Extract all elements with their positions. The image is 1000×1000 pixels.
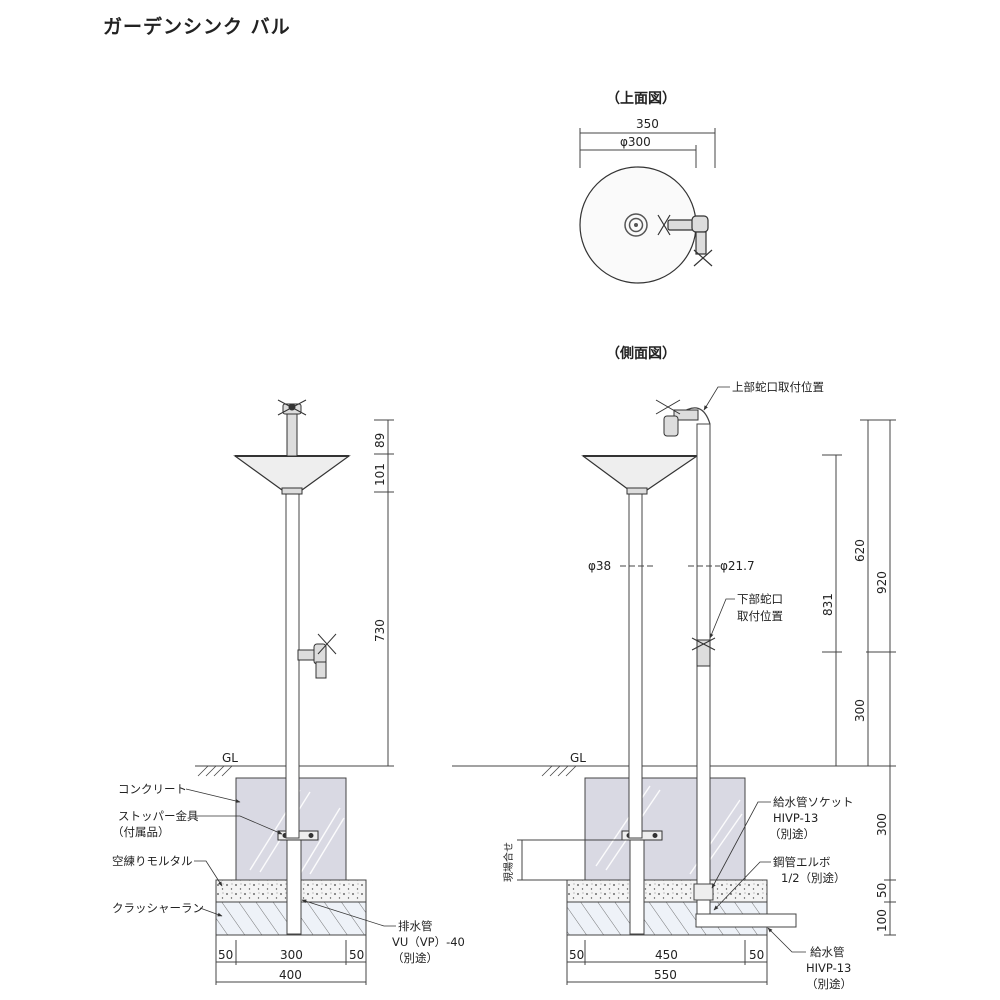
label-crusher: クラッシャーラン [112, 901, 204, 915]
label-socket-2: HIVP-13 [773, 811, 818, 825]
mortar-layer-right [566, 879, 768, 903]
label-lower-faucet-1: 下部蛇口 [737, 592, 783, 606]
upper-faucet-right-icon [655, 399, 699, 437]
top-dim-phi300: φ300 [620, 135, 651, 149]
base-left-50b: 50 [349, 948, 364, 962]
base-dims-right [566, 935, 768, 985]
page-title: ガーデンシンク バル [103, 16, 291, 38]
basin-left [233, 455, 351, 491]
label-concrete: コンクリート [118, 782, 187, 796]
base-left-300: 300 [280, 948, 303, 962]
side-view-heading: （側面図） [606, 345, 676, 362]
dim-100: 100 [875, 909, 889, 932]
dim-101: 101 [373, 463, 387, 486]
faucet-top-icon [657, 214, 713, 267]
post-right [628, 491, 643, 839]
drain-pipe-left [286, 837, 302, 935]
upper-faucet-left-icon [277, 399, 307, 457]
base-right-50b: 50 [749, 948, 764, 962]
label-socket-1: 給水管ソケット [773, 795, 854, 809]
concrete-block-right [584, 777, 746, 881]
dim-831: 831 [821, 593, 835, 616]
ground-hatch-right [541, 765, 577, 777]
label-supply-3: （別途） [806, 977, 852, 991]
post-left [285, 491, 300, 839]
label-mortar: 空練りモルタル [112, 854, 193, 868]
dim-89: 89 [373, 433, 387, 448]
dim-300-lower: 300 [875, 813, 889, 836]
drain-pipe-right [629, 837, 645, 935]
dim-920: 920 [875, 571, 889, 594]
base-right-550: 550 [654, 968, 677, 982]
label-elbow-1: 鋼管エルボ [773, 855, 831, 869]
base-dims-left [215, 935, 367, 985]
socket-fitting [693, 883, 714, 901]
drain-top [624, 213, 648, 237]
base-left-50a: 50 [218, 948, 233, 962]
adjust-dim [517, 839, 640, 881]
label-adjust: 現場合せ [502, 842, 515, 882]
top-view-heading: （上面図） [606, 91, 676, 107]
dim-phi38: φ38 [588, 559, 611, 573]
dim-lines-left [374, 419, 394, 767]
label-elbow-2: 1/2（別途） [781, 871, 846, 885]
dim-phi21: φ21.7 [720, 559, 755, 573]
gl-label-right: GL [570, 751, 586, 765]
basin-right [581, 455, 699, 491]
dim-300-upper: 300 [853, 699, 867, 722]
dim-50-right: 50 [875, 883, 889, 898]
label-stopper-1: ストッパー金具 [118, 809, 199, 823]
base-left-400: 400 [279, 968, 302, 982]
lower-faucet-right-icon [691, 637, 716, 667]
label-drain-3: （別途） [392, 951, 438, 965]
label-drain-1: 排水管 [398, 919, 433, 933]
lower-faucet-left-icon [297, 633, 337, 679]
dim-lines-right [822, 419, 896, 936]
supply-riser [696, 423, 711, 915]
label-socket-3: （別途） [769, 827, 815, 841]
supply-horizontal [695, 913, 797, 928]
top-view-dimension-outer [579, 128, 716, 168]
base-right-50a: 50 [569, 948, 584, 962]
label-upper-faucet: 上部蛇口取付位置 [732, 380, 824, 394]
dim-730: 730 [373, 619, 387, 642]
gl-label-left: GL [222, 751, 238, 765]
label-lower-faucet-2: 取付位置 [737, 609, 783, 623]
ground-hatch-left [197, 765, 233, 777]
label-drain-2: VU（VP）-40 [392, 935, 465, 949]
label-stopper-2: （付属品） [112, 825, 170, 839]
base-right-450: 450 [655, 948, 678, 962]
label-supply-1: 給水管 [810, 945, 845, 959]
top-dim-350: 350 [636, 117, 659, 131]
top-view-dimension-inner [580, 145, 697, 168]
dim-620: 620 [853, 539, 867, 562]
label-supply-2: HIVP-13 [806, 961, 851, 975]
